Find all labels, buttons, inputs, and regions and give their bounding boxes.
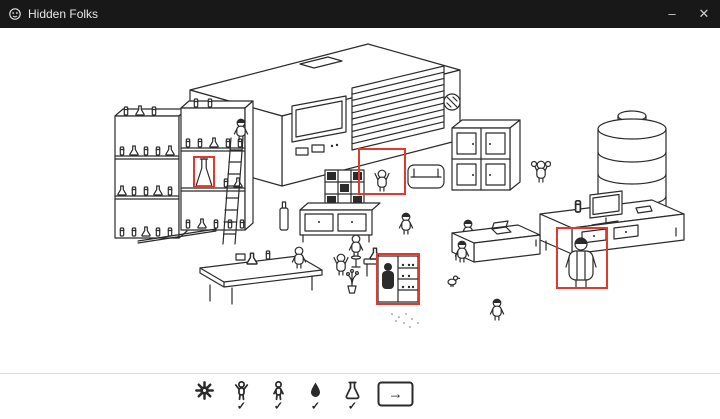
figure-arms-raised-icon (234, 380, 249, 400)
folk-figure (398, 212, 414, 235)
titlebar-left: Hidden Folks (0, 7, 656, 21)
next-arrow-icon: → (388, 385, 403, 402)
minimize-button[interactable]: – (656, 0, 688, 28)
large-bottle (279, 201, 289, 231)
target-figure-arms-raised[interactable]: ✓ (230, 380, 254, 413)
left-table (199, 250, 323, 305)
couch (407, 164, 445, 189)
folk-figure (489, 298, 505, 321)
app-icon (9, 8, 21, 20)
close-button[interactable]: ✕ (688, 0, 720, 28)
folk-figure (460, 219, 476, 242)
flask-icon (345, 381, 360, 399)
droplet-icon (311, 382, 320, 397)
target-check: ✓ (236, 400, 247, 412)
found-folk-labcoat (565, 237, 597, 288)
lab-illustration (114, 43, 685, 328)
game-scene[interactable] (0, 28, 720, 373)
titlebar: Hidden Folks – ✕ (0, 0, 720, 28)
folk-figure (233, 118, 249, 141)
folk-figure-weights (530, 160, 552, 183)
folk-figure (348, 234, 364, 268)
dust-specks (391, 313, 419, 328)
found-folk-arms-raised (374, 169, 390, 192)
target-bar: ✓ ✓ ✓ ✓ → (193, 380, 414, 413)
target-check: ✓ (347, 400, 358, 412)
target-check: ✓ (310, 400, 321, 412)
cabinet (451, 119, 521, 191)
shelf-units (114, 98, 254, 239)
target-flask[interactable]: ✓ (341, 380, 365, 413)
target-check: ✓ (273, 400, 284, 412)
next-level-button[interactable]: → (377, 381, 414, 406)
pole (137, 228, 217, 244)
gear-icon (195, 380, 214, 400)
figure-icon (273, 380, 284, 400)
folk-figure (454, 240, 470, 263)
folk-figure-arms-raised (333, 253, 349, 276)
plant (345, 269, 359, 294)
target-droplet[interactable]: ✓ (304, 380, 328, 413)
target-toolbar: ✓ ✓ ✓ ✓ → (0, 373, 720, 419)
locker (377, 255, 419, 303)
ladder (222, 137, 244, 245)
window-title: Hidden Folks (28, 7, 99, 21)
target-figure[interactable]: ✓ (267, 380, 291, 413)
center-desk (451, 220, 541, 263)
duck (447, 275, 461, 288)
target-gear[interactable] (193, 380, 217, 413)
targets-list: ✓ ✓ ✓ ✓ (193, 380, 365, 413)
control-console (299, 169, 381, 243)
